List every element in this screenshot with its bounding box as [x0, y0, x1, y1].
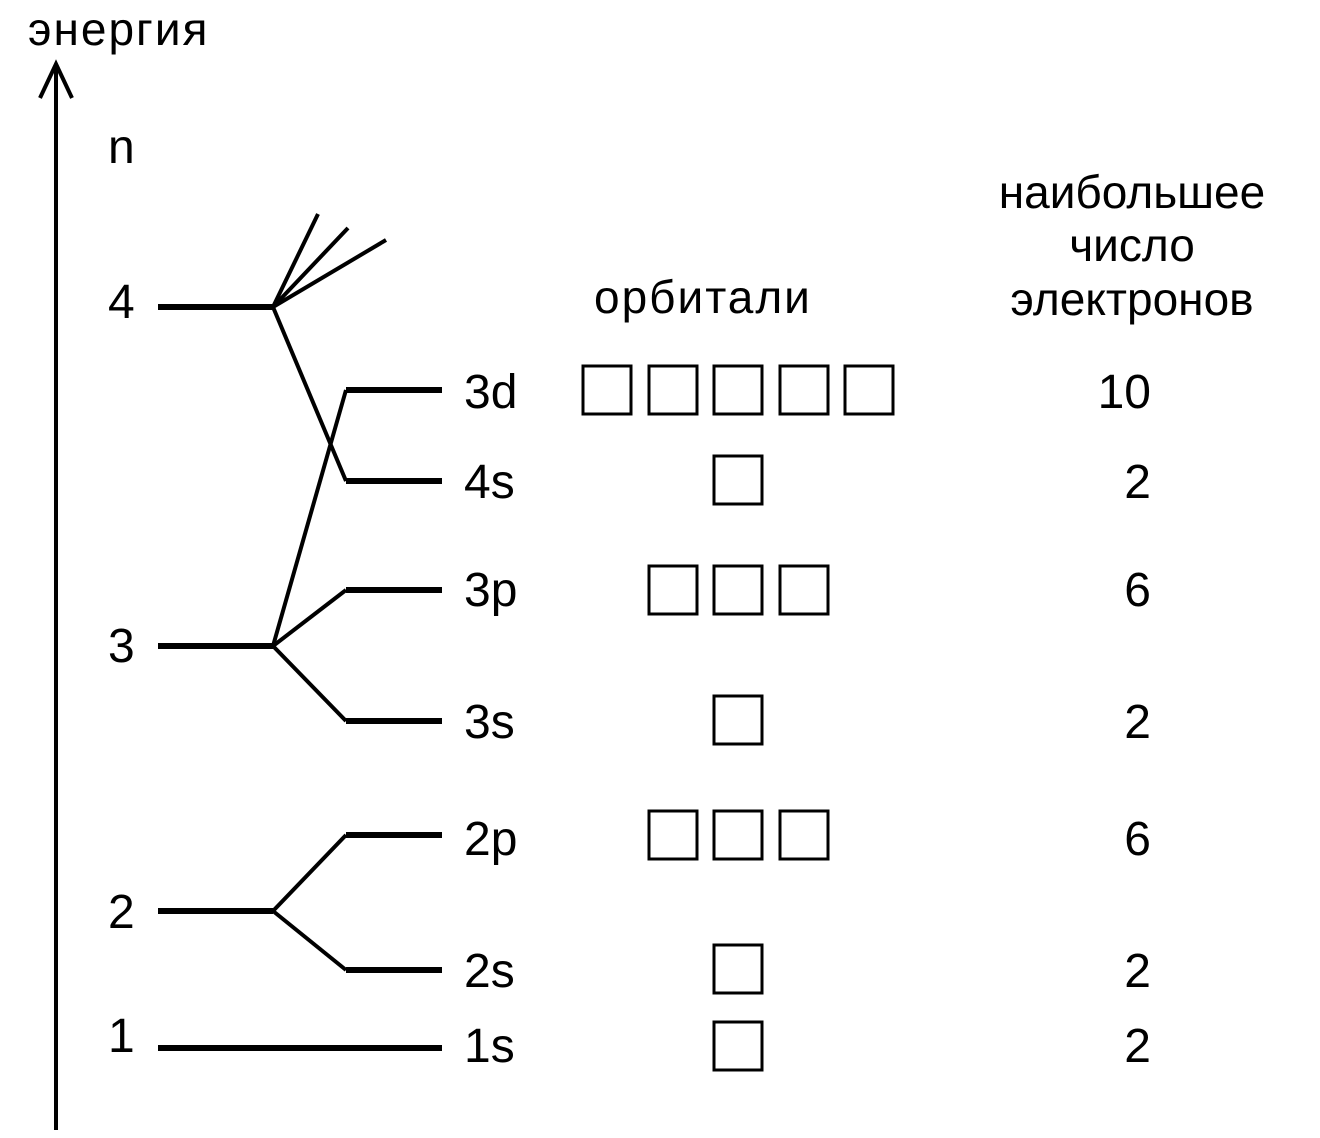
orbital-box — [712, 943, 764, 995]
sublevel-label-2s: 2s — [464, 945, 515, 998]
max-electrons-3p: 6 — [1124, 564, 1151, 617]
orbital-box — [581, 364, 633, 416]
orbital-box — [778, 364, 830, 416]
max-electrons-2s: 2 — [1124, 945, 1151, 998]
level-4-fan-branch-2 — [271, 226, 350, 309]
energy-axis-label: энергия — [28, 3, 209, 55]
level-3-to-3p-branch — [271, 588, 348, 648]
row-4s: 4s 2 — [464, 454, 1151, 509]
level-4-fan-branch-3 — [271, 238, 388, 309]
n-axis-label: n — [108, 121, 135, 174]
row-2s: 2s 2 — [464, 943, 1151, 998]
level-3-to-3d-branch — [271, 389, 348, 647]
orbital-box — [647, 364, 699, 416]
row-2p: 2p 6 — [464, 809, 1151, 866]
sublevel-label-2p: 2p — [464, 813, 517, 866]
orbital-box — [712, 694, 764, 746]
column-headers: орбитали наибольшее число электронов — [594, 166, 1265, 325]
sublevel-label-3d: 3d — [464, 366, 517, 419]
orbitals-header: орбитали — [594, 271, 812, 323]
orbital-box — [778, 809, 830, 861]
level-number-3: 3 — [108, 620, 135, 673]
sublevel-label-3s: 3s — [464, 696, 515, 749]
orbital-box — [712, 1020, 764, 1072]
orbital-box — [712, 454, 764, 506]
orbital-box — [778, 564, 830, 616]
sublevel-label-4s: 4s — [464, 456, 515, 509]
max-electrons-2p: 6 — [1124, 813, 1151, 866]
max-electrons-header-line2: число — [1069, 219, 1195, 271]
level-4-fan-branch-1 — [271, 213, 320, 308]
orbital-box — [843, 364, 895, 416]
row-3p: 3p 6 — [464, 564, 1151, 617]
row-1s: 1s 2 — [464, 1020, 1151, 1073]
principal-levels: 4 3 2 1 — [108, 276, 135, 1063]
row-3s: 3s 2 — [464, 694, 1151, 749]
energy-axis-arrowhead — [38, 59, 74, 99]
max-electrons-4s: 2 — [1124, 456, 1151, 509]
level-number-2: 2 — [108, 886, 135, 939]
level-lines — [158, 213, 442, 1051]
level-number-4: 4 — [108, 276, 135, 329]
max-electrons-3s: 2 — [1124, 696, 1151, 749]
level-4-to-4s-branch — [271, 306, 348, 482]
level-2-to-2s-branch — [271, 909, 348, 972]
orbital-box — [712, 809, 764, 861]
row-3d: 3d 10 — [464, 364, 1151, 419]
orbital-box — [647, 564, 699, 616]
level-2-to-2p-branch — [271, 833, 348, 913]
orbital-box — [712, 564, 764, 616]
orbital-box — [647, 809, 699, 861]
max-electrons-1s: 2 — [1124, 1020, 1151, 1073]
max-electrons-header-line1: наибольшее — [999, 166, 1265, 218]
max-electrons-3d: 10 — [1098, 366, 1151, 419]
level-number-1: 1 — [108, 1010, 135, 1063]
sublevel-label-3p: 3p — [464, 564, 517, 617]
sublevel-label-1s: 1s — [464, 1020, 515, 1073]
orbital-box — [712, 364, 764, 416]
level-3-to-3s-branch — [271, 644, 348, 723]
energy-axis: энергия n — [28, 3, 209, 1130]
max-electrons-header-line3: электронов — [1010, 273, 1253, 325]
